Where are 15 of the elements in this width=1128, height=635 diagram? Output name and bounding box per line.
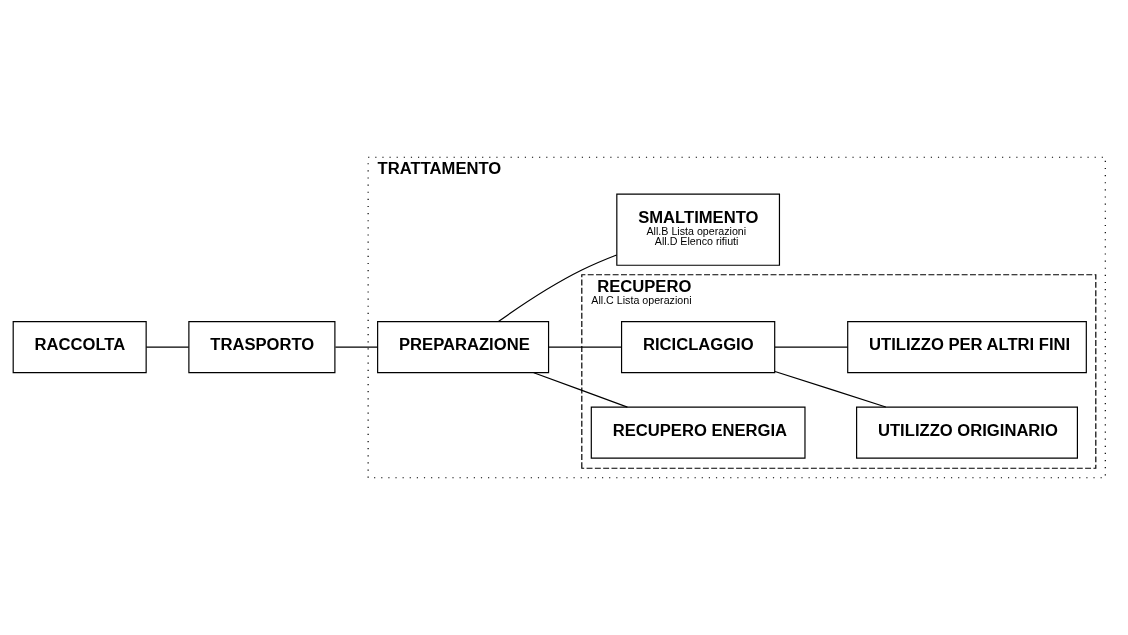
connector <box>533 372 628 408</box>
connector <box>774 346 849 348</box>
connector <box>334 346 379 348</box>
connector <box>774 370 887 408</box>
connector <box>548 346 622 348</box>
connector <box>145 346 190 348</box>
node-box: UTILIZZO PER ALTRI FINI <box>847 321 1087 374</box>
node-box: TRASPORTO <box>188 321 336 374</box>
node-box: UTILIZZO ORIGINARIO <box>856 406 1078 459</box>
node-box: PREPARAZIONE <box>377 321 550 374</box>
node-box: RACCOLTA <box>12 321 147 374</box>
node-box: RICICLAGGIO <box>620 321 776 374</box>
connector <box>497 254 618 323</box>
node-box: SMALTIMENTO All.B Lista operazioni All.D Elenco rifiuti <box>616 193 781 266</box>
node-box: RECUPERO ENERGIA <box>590 406 806 459</box>
